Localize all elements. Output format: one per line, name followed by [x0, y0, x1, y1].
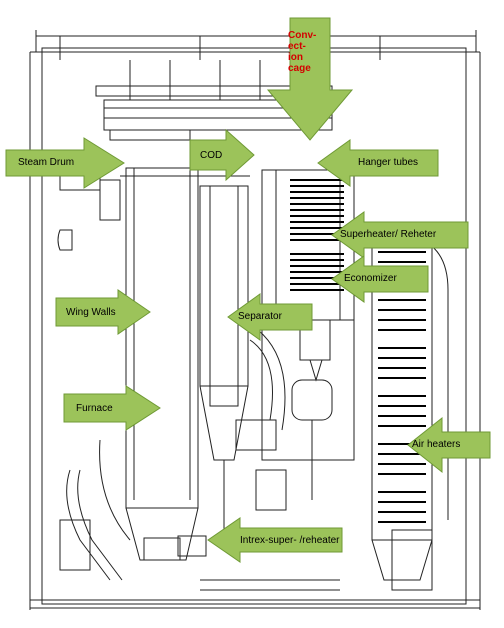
- superheater-reheater-label: Superheater/ Reheter: [340, 229, 437, 240]
- cyclone-separator: [199, 185, 286, 540]
- hanger-tubes-arrow: [317, 139, 439, 187]
- superheater-reheater-arrow: [331, 211, 469, 259]
- lower-piping: [59, 419, 340, 591]
- furnace-label: Furnace: [76, 403, 113, 414]
- separator-label: Separator: [238, 311, 282, 322]
- intrex-arrow: [207, 517, 343, 563]
- separator-arrow: [227, 293, 313, 341]
- convection-cage-label: Conv- ect- ion cage: [288, 30, 317, 74]
- steam-drum-label: Steam Drum: [18, 157, 75, 168]
- economizer-arrow: [331, 255, 429, 303]
- superheater-tube-banks: [290, 179, 344, 291]
- intrex-label: Intrex-super- /reheater: [240, 535, 340, 546]
- cod-label: COD: [200, 150, 223, 161]
- convection-cage-arrow: [266, 17, 354, 141]
- air-heaters-label: Air heaters: [412, 439, 461, 450]
- building-frame: [29, 30, 481, 610]
- air-heaters-arrow: [407, 416, 491, 474]
- furnace-arrow: [63, 385, 161, 431]
- cod-arrow: [189, 128, 255, 182]
- economizer-label: Economizer: [344, 273, 397, 284]
- furnace-column: [57, 167, 250, 561]
- wing-walls-label: Wing Walls: [66, 307, 116, 318]
- wing-walls-arrow: [55, 289, 151, 335]
- hanger-tubes-label: Hanger tubes: [358, 157, 419, 168]
- steam-drum-arrow: [5, 137, 125, 189]
